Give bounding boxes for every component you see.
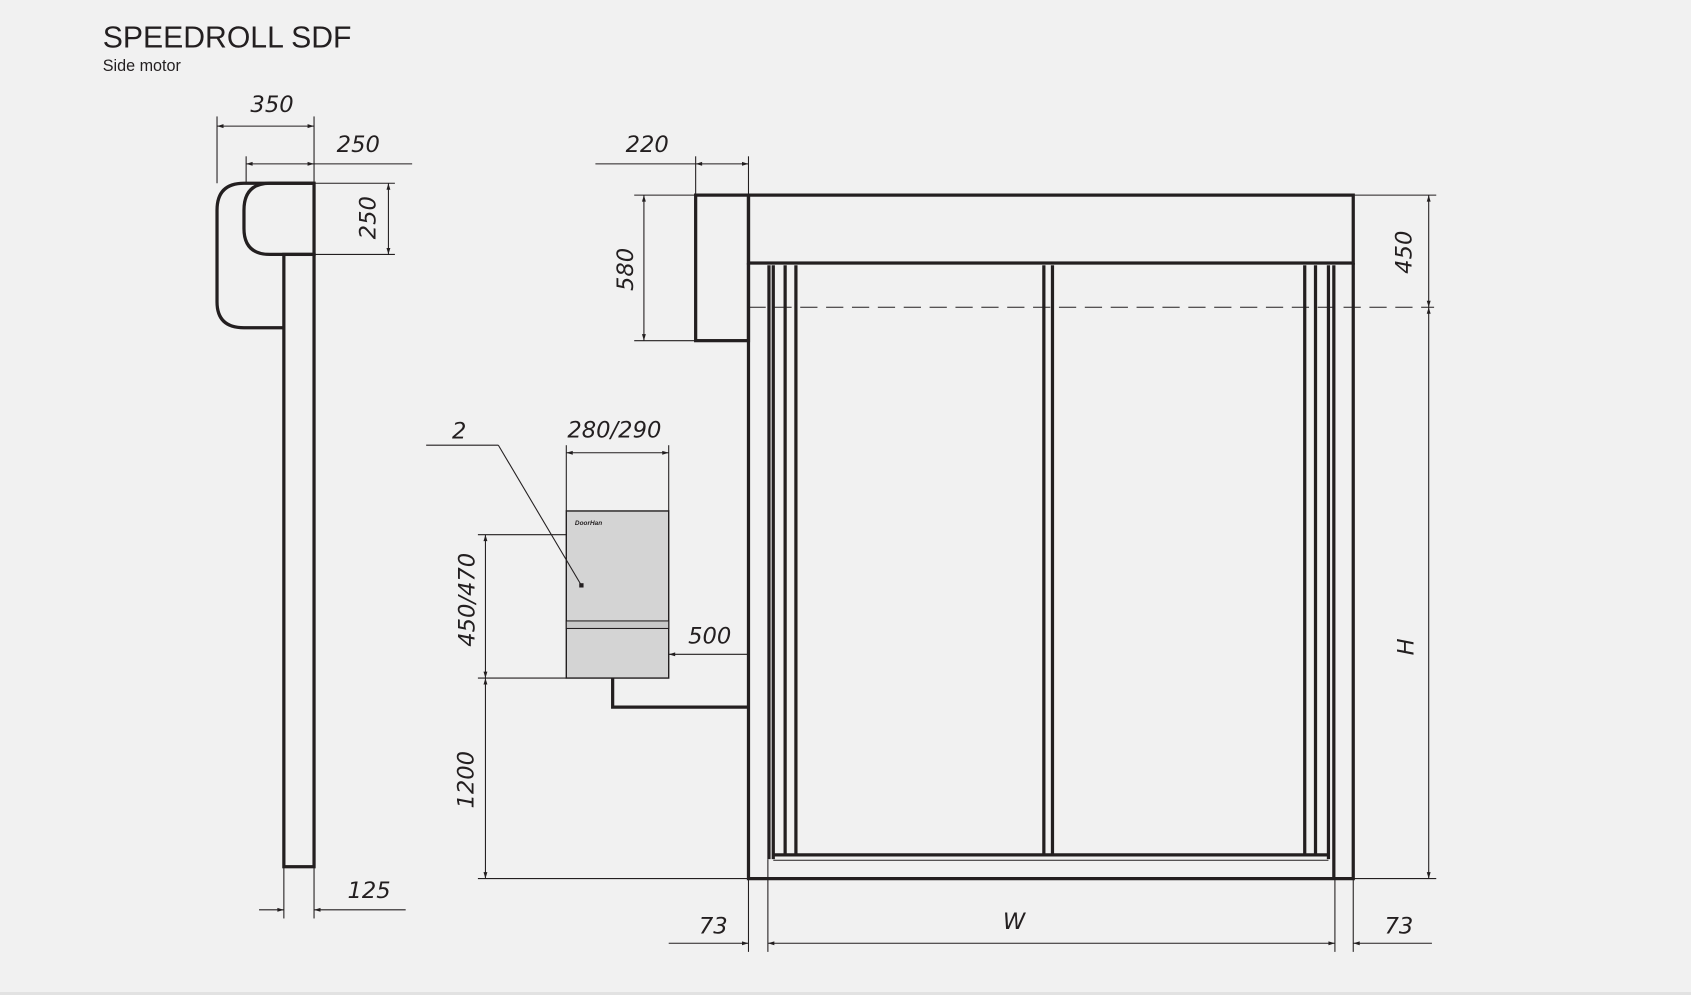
hood-box bbox=[746, 193, 1355, 265]
drawing-title: SPEEDROLL SDF bbox=[103, 21, 352, 54]
dim-73-left: 73 bbox=[699, 914, 728, 940]
right-guide bbox=[1303, 265, 1336, 879]
side-rail bbox=[282, 252, 316, 869]
front-view: 220 580 450 H W 73 73 bbox=[595, 132, 1437, 952]
side-view: 350 250 250 125 bbox=[215, 92, 413, 919]
dim-280-290: 280/290 bbox=[567, 418, 661, 444]
dim-350: 350 bbox=[250, 92, 293, 118]
dim-580: 580 bbox=[613, 248, 639, 291]
dim-450-470: 450/470 bbox=[455, 553, 481, 647]
dim-500: 500 bbox=[688, 624, 731, 650]
side-hood-outline bbox=[215, 181, 315, 330]
control-box-group: DoorHan 2 280/290 450/470 1200 500 bbox=[426, 418, 749, 880]
control-box-logo: DoorHan bbox=[575, 520, 602, 527]
dim-450: 450 bbox=[1391, 231, 1417, 274]
dim-125: 125 bbox=[347, 878, 390, 904]
bottom-border bbox=[0, 992, 1691, 995]
dim-250-height: 250 bbox=[355, 196, 381, 239]
left-guide bbox=[767, 265, 798, 860]
dim-73-right: 73 bbox=[1385, 914, 1414, 940]
door-frame bbox=[746, 263, 1355, 881]
control-cable bbox=[611, 678, 749, 709]
callout-2: 2 bbox=[452, 419, 466, 445]
side-hood-inner bbox=[242, 181, 316, 257]
center-mullion bbox=[1042, 265, 1055, 854]
dim-W: W bbox=[1003, 909, 1027, 935]
dim-250-depth: 250 bbox=[337, 132, 380, 158]
drawing-subtitle: Side motor bbox=[103, 57, 182, 75]
control-box bbox=[565, 510, 670, 679]
dim-220: 220 bbox=[626, 132, 669, 158]
side-motor bbox=[694, 193, 751, 343]
dim-H: H bbox=[1394, 638, 1420, 655]
dim-1200: 1200 bbox=[454, 751, 480, 809]
